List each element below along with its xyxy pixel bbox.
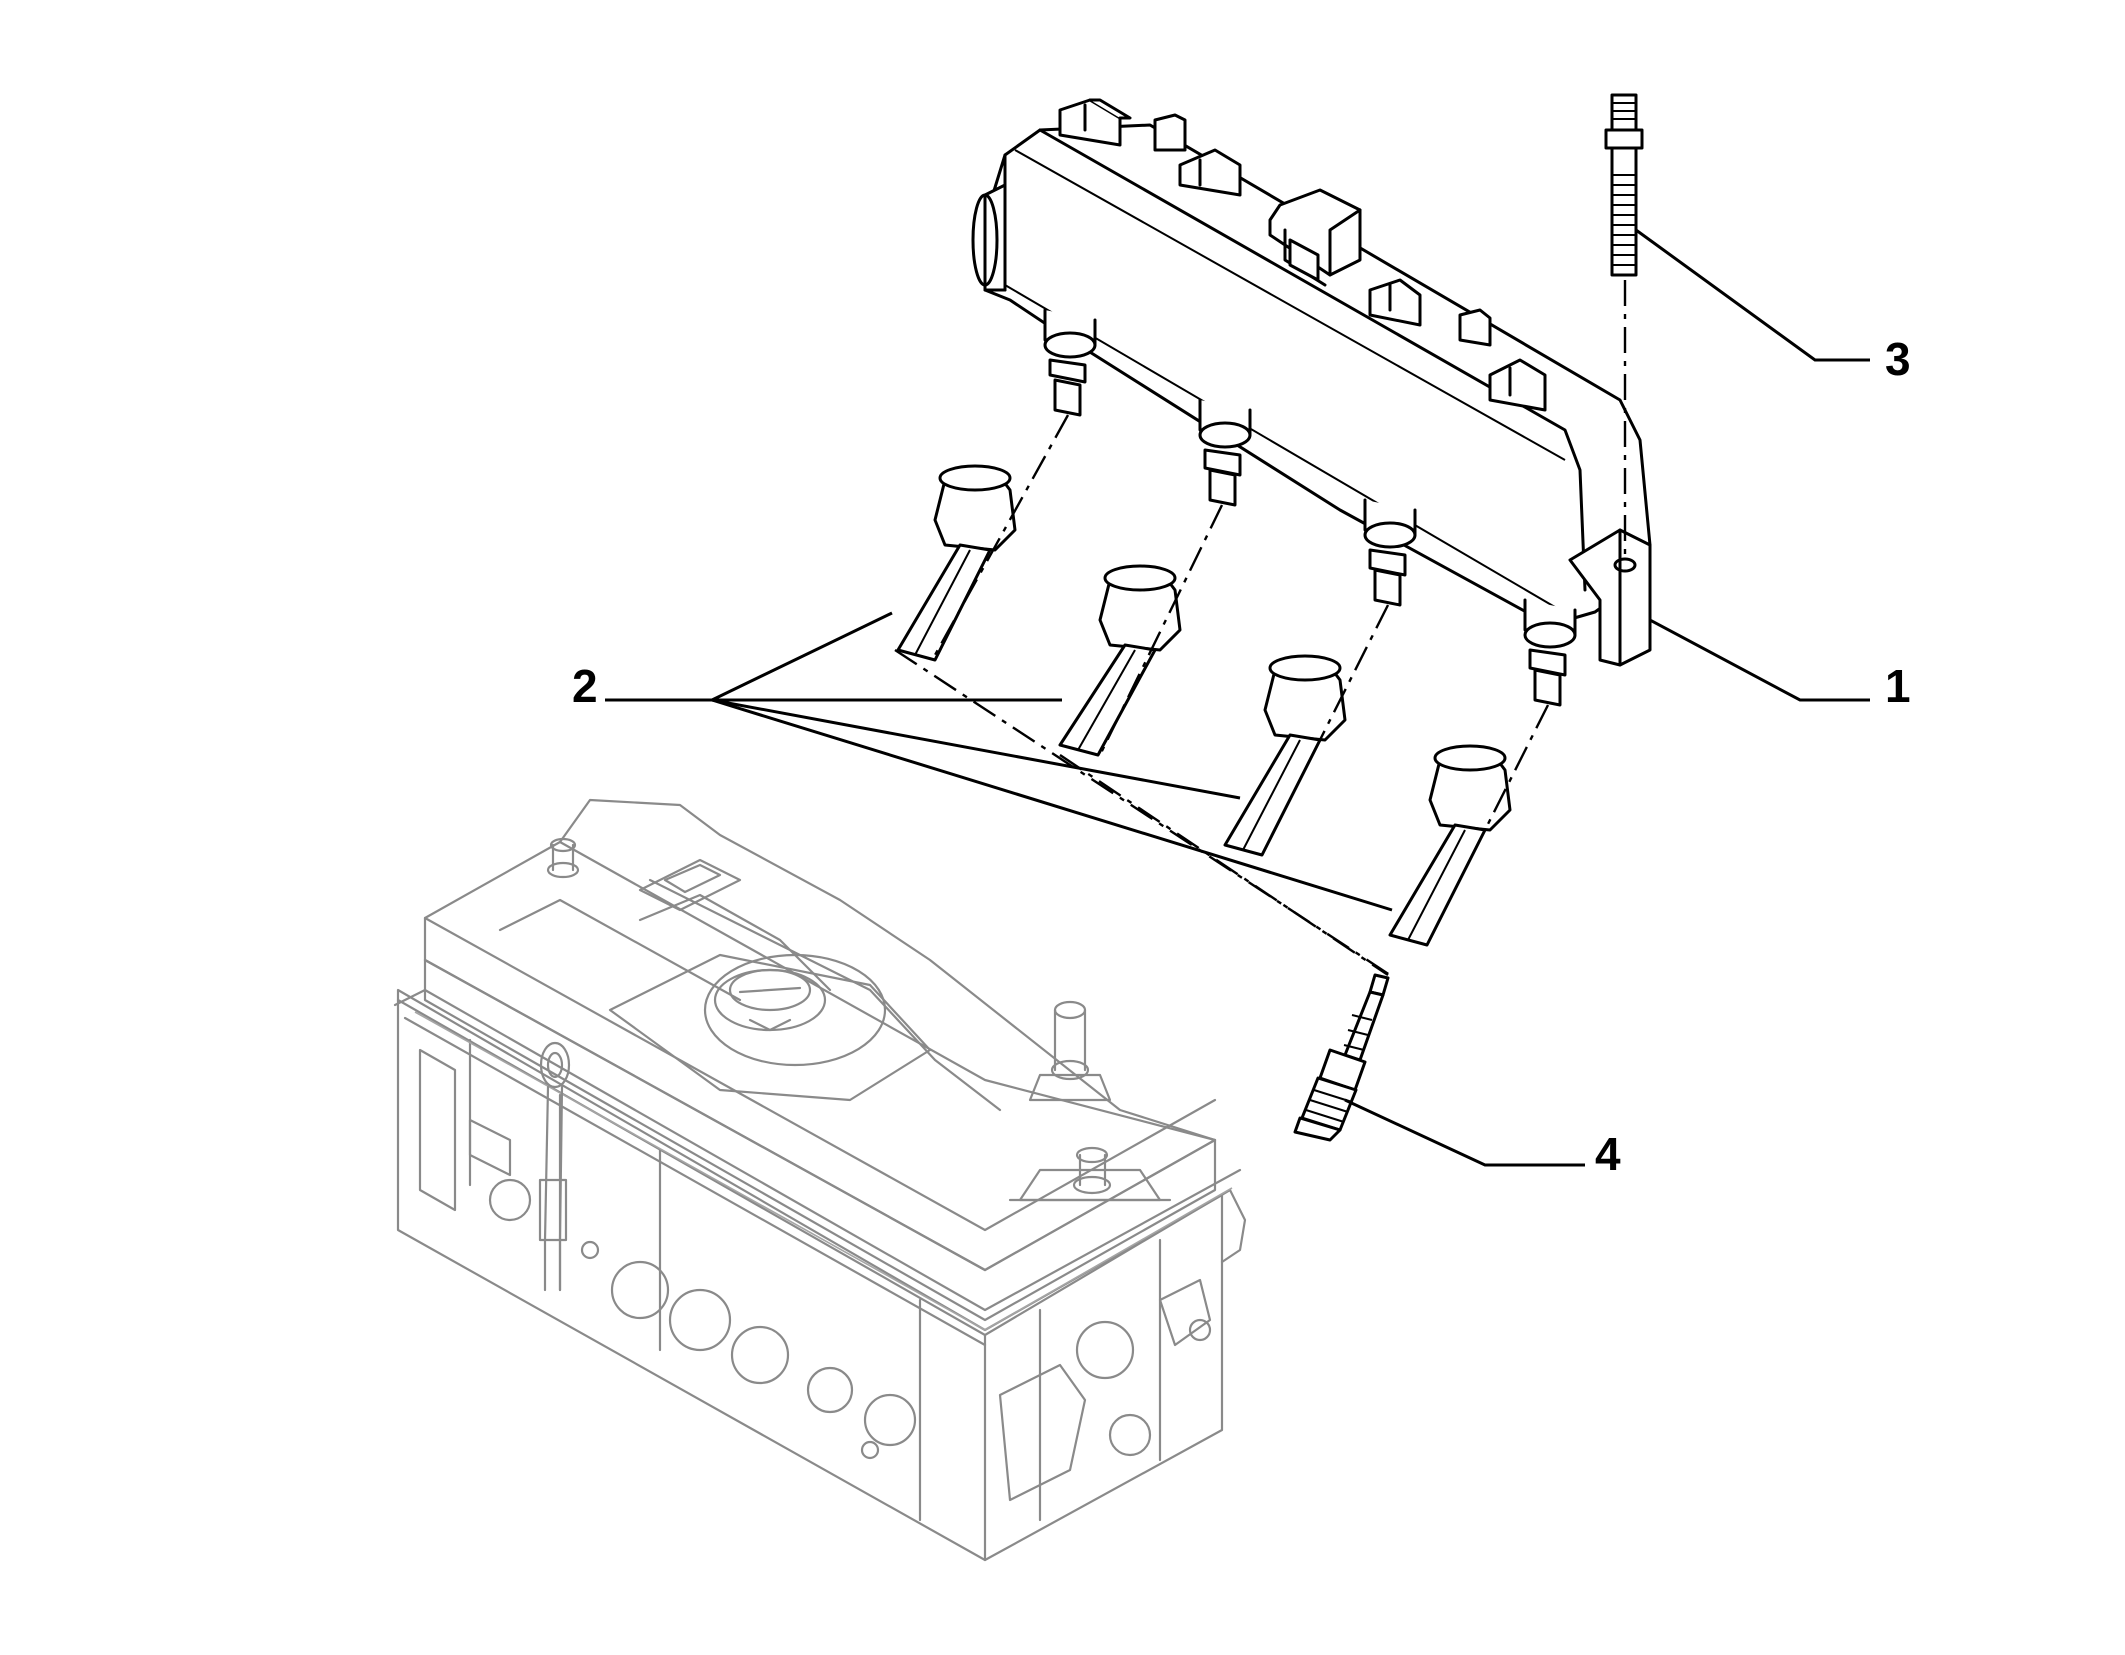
top-connector-tab [1458,308,1492,347]
coil-tower-1 [1043,308,1097,417]
coil-tower-2 [1198,398,1252,507]
callout-1: 1 [1885,660,1911,712]
coil-tower-3 [1363,498,1417,607]
coil-boot [1058,564,1182,757]
callout-3: 3 [1885,333,1911,385]
ignition-coil-rail [971,98,1652,707]
coil-boot [1223,654,1347,857]
center-plug-socket [1268,188,1362,287]
top-connector-tab [1058,98,1132,147]
top-connector-tab [1178,148,1242,197]
leader-line-2 [605,611,1393,912]
callout-4: 4 [1595,1128,1621,1180]
leader-line-4 [1344,1098,1585,1167]
callout-2: 2 [572,660,598,712]
spark-plug [1293,973,1390,1142]
top-connector-tab [1368,278,1422,327]
coil-tower-4 [1523,598,1577,707]
coil-boot [1388,744,1512,947]
top-connector-tab [1488,358,1547,412]
mounting-stud [1604,93,1644,277]
assembly-axis-lines [894,280,1627,977]
coil-boot [896,464,1017,662]
leader-line-1 [1649,618,1870,702]
leader-line-3 [1635,228,1870,362]
top-connector-tab [1153,113,1187,152]
engine-cylinder-head [393,798,1247,1562]
